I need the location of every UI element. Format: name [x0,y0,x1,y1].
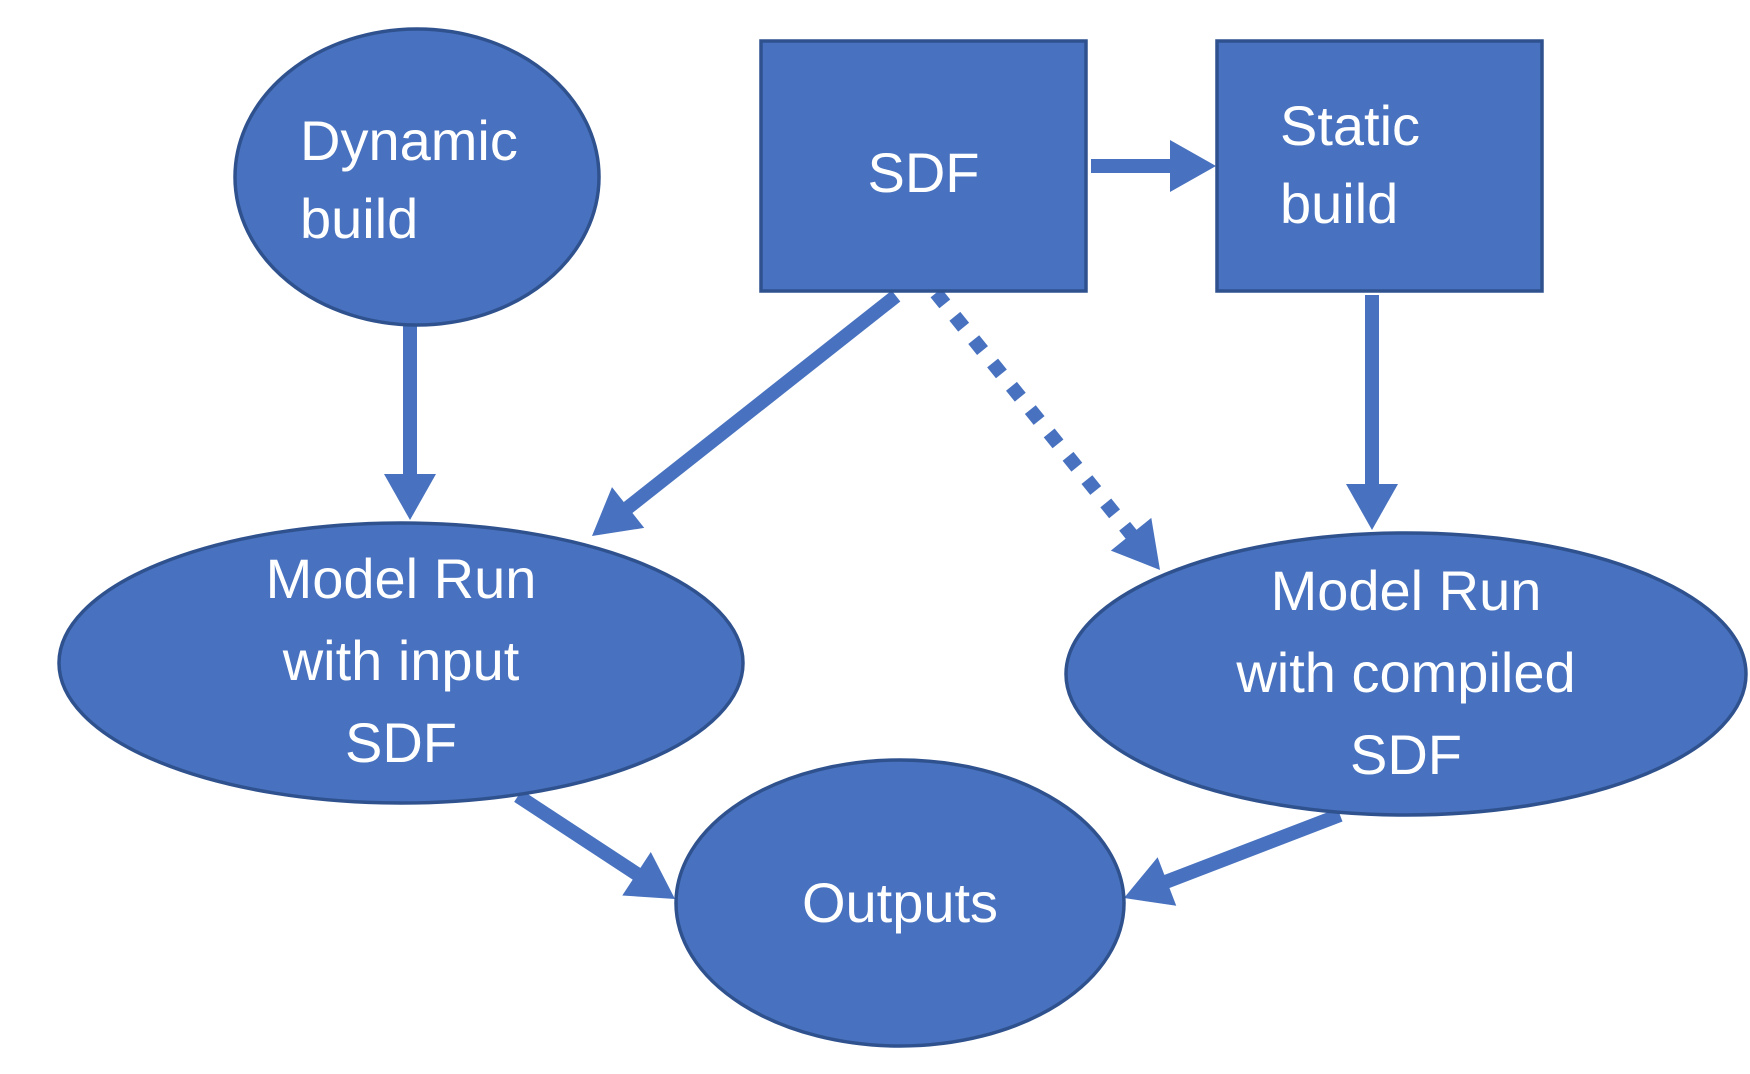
node-label-line: build [1280,172,1398,235]
edge-static-build-to-model-run-compiled [1346,295,1398,530]
node-static-build: Static build [1215,39,1544,293]
node-outputs: Outputs [674,758,1126,1048]
node-label-line: build [300,187,418,250]
node-label-line: Outputs [802,871,998,934]
node-label-line: with compiled [1235,641,1575,704]
node-label-line: SDF [868,141,980,204]
edge-sdf-to-static-build [1091,140,1216,192]
edge-dynamic-build-to-model-run-input [384,326,436,520]
node-ellipse [1064,531,1748,817]
edge-model-run-input-to-outputs [514,790,675,899]
node-label-line: Model Run [1271,559,1542,622]
node-label-line: with input [282,629,520,692]
node-label-line: Dynamic [300,109,518,172]
node-ellipse [674,758,1126,1048]
connector-line [622,290,901,515]
edges-layer [384,140,1398,906]
node-ellipse [57,521,745,805]
node-label-line: Static [1280,94,1420,157]
edge-model-run-compiled-to-outputs [1124,808,1343,906]
node-label-line: Model Run [266,547,537,610]
edge-sdf-to-model-run-compiled [930,288,1160,570]
arrowhead-icon [592,487,645,536]
node-label-line: SDF [1350,723,1462,786]
connector-line [1162,808,1343,889]
node-sdf: SDF [759,39,1088,293]
node-rectangle [759,39,1088,293]
arrowhead-icon [1346,484,1398,530]
connector-line [514,790,643,881]
node-ellipse [233,27,601,327]
edge-sdf-to-model-run-input [592,290,901,536]
node-label-line: SDF [345,711,457,774]
dotted-connector-line [930,288,1138,541]
node-rectangle [1215,39,1544,293]
arrowhead-icon [1124,857,1177,906]
arrowhead-icon [622,852,675,899]
arrowhead-icon [384,474,436,520]
arrowhead-icon [1170,140,1216,192]
node-dynamic-build: Dynamic build [233,27,601,327]
arrowhead-icon [1110,517,1160,570]
